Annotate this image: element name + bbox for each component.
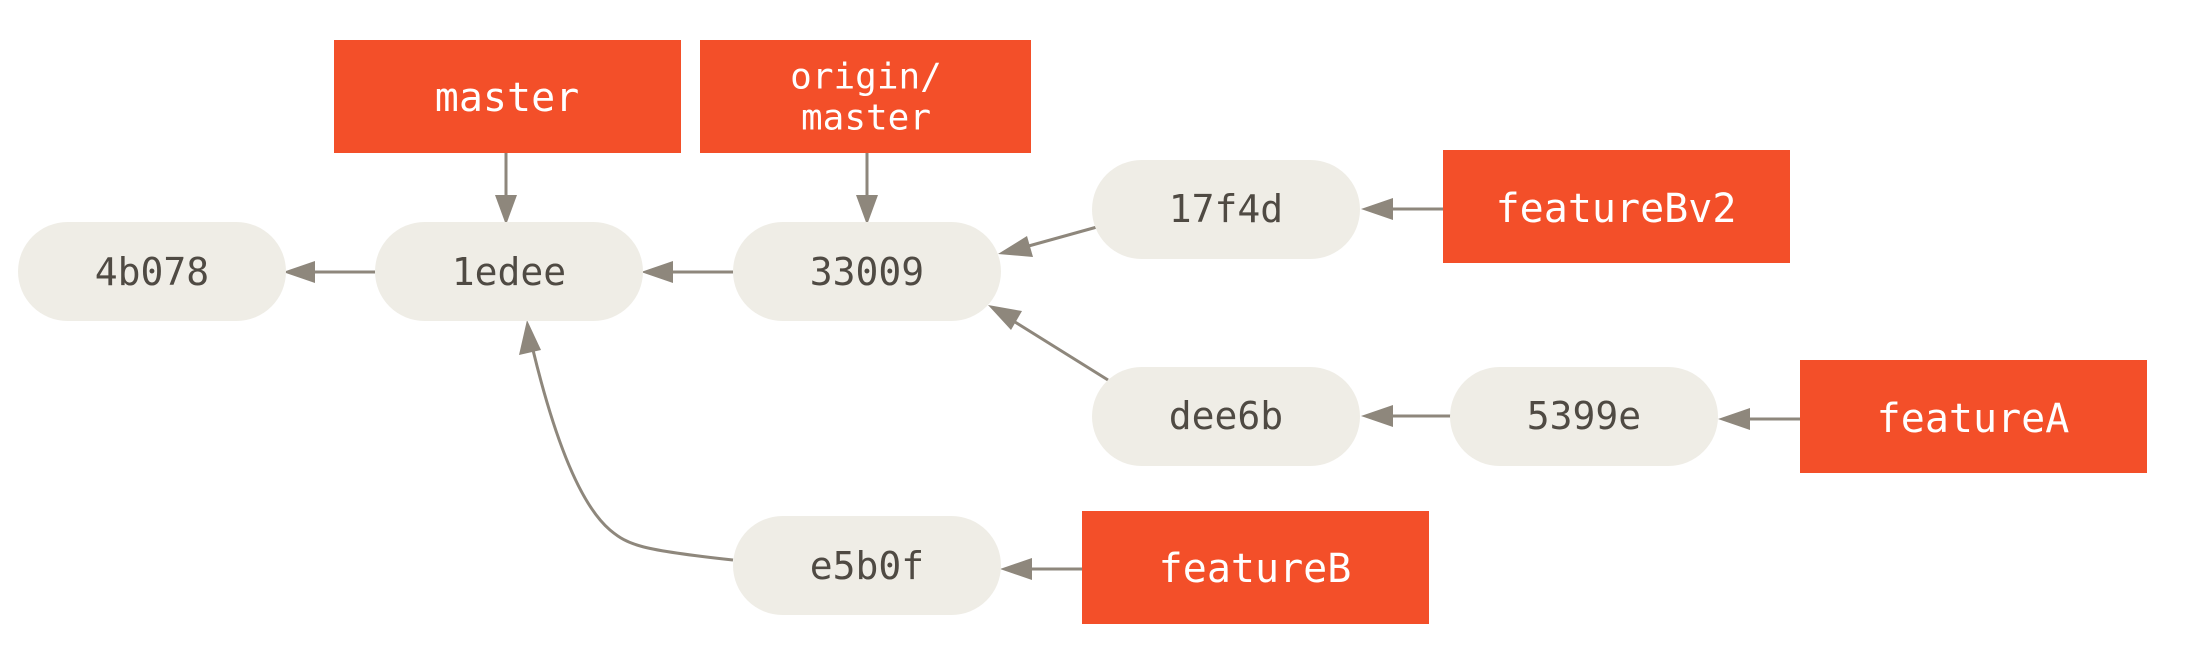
branch-box: [1443, 150, 1790, 263]
commit-pill: [733, 516, 1001, 615]
arrowhead: [1361, 405, 1393, 427]
commit-pill: [733, 222, 1001, 321]
edge-dee6b-to-33009: [1014, 320, 1109, 382]
commit-pill: [375, 222, 643, 321]
commit-pill: [18, 222, 286, 321]
commit-label: 33009: [810, 250, 924, 294]
commit-pill: [1092, 367, 1360, 466]
branch-featureA: featureA: [1800, 360, 2147, 473]
branch-box: [700, 40, 1031, 153]
commit-node-4b078: 4b078: [18, 222, 286, 321]
arrowhead: [1000, 558, 1032, 580]
arrowhead: [1361, 198, 1393, 220]
arrowhead: [519, 320, 541, 355]
branch-label: featureA: [1877, 396, 2070, 442]
branch-origin-master: origin/ master: [700, 40, 1031, 153]
branch-label: master: [435, 75, 580, 121]
commit-label: 17f4d: [1169, 187, 1283, 231]
branch-featureBv2: featureBv2: [1443, 150, 1790, 263]
edge-e5b0f-to-1edee: [531, 349, 734, 562]
commit-label: 1edee: [452, 250, 566, 294]
branch-box: [334, 40, 681, 153]
commit-node-33009: 33009: [733, 222, 1001, 321]
commit-label: dee6b: [1169, 394, 1283, 438]
branch-box: [1082, 511, 1429, 624]
arrowhead: [641, 261, 673, 283]
arrowhead: [495, 195, 517, 225]
arrowhead: [1718, 408, 1750, 430]
commit-pill: [1450, 367, 1718, 466]
commit-label: 5399e: [1527, 394, 1641, 438]
commit-pill: [1092, 160, 1360, 259]
branch-master: master: [334, 40, 681, 153]
branch-featureB: featureB: [1082, 511, 1429, 624]
commit-node-e5b0f: e5b0f: [733, 516, 1001, 615]
branch-label-line2: master: [801, 98, 931, 139]
branch-label-line1: origin/: [790, 57, 942, 98]
arrowhead: [283, 261, 315, 283]
branch-box: [1800, 360, 2147, 473]
edge-17f4d-to-33009: [1024, 225, 1098, 249]
commit-node-17f4d: 17f4d: [1092, 160, 1360, 259]
arrowhead: [998, 236, 1033, 257]
commit-node-1edee: 1edee: [375, 222, 643, 321]
commit-node-dee6b: dee6b: [1092, 367, 1360, 466]
commit-label: e5b0f: [810, 544, 924, 588]
branch-label: featureB: [1159, 546, 1352, 592]
commit-label: 4b078: [95, 250, 209, 294]
commit-node-5399e: 5399e: [1450, 367, 1718, 466]
edges: [283, 153, 1800, 580]
branch-label: featureBv2: [1496, 186, 1737, 232]
arrowhead: [988, 305, 1022, 330]
arrowhead: [856, 195, 878, 225]
